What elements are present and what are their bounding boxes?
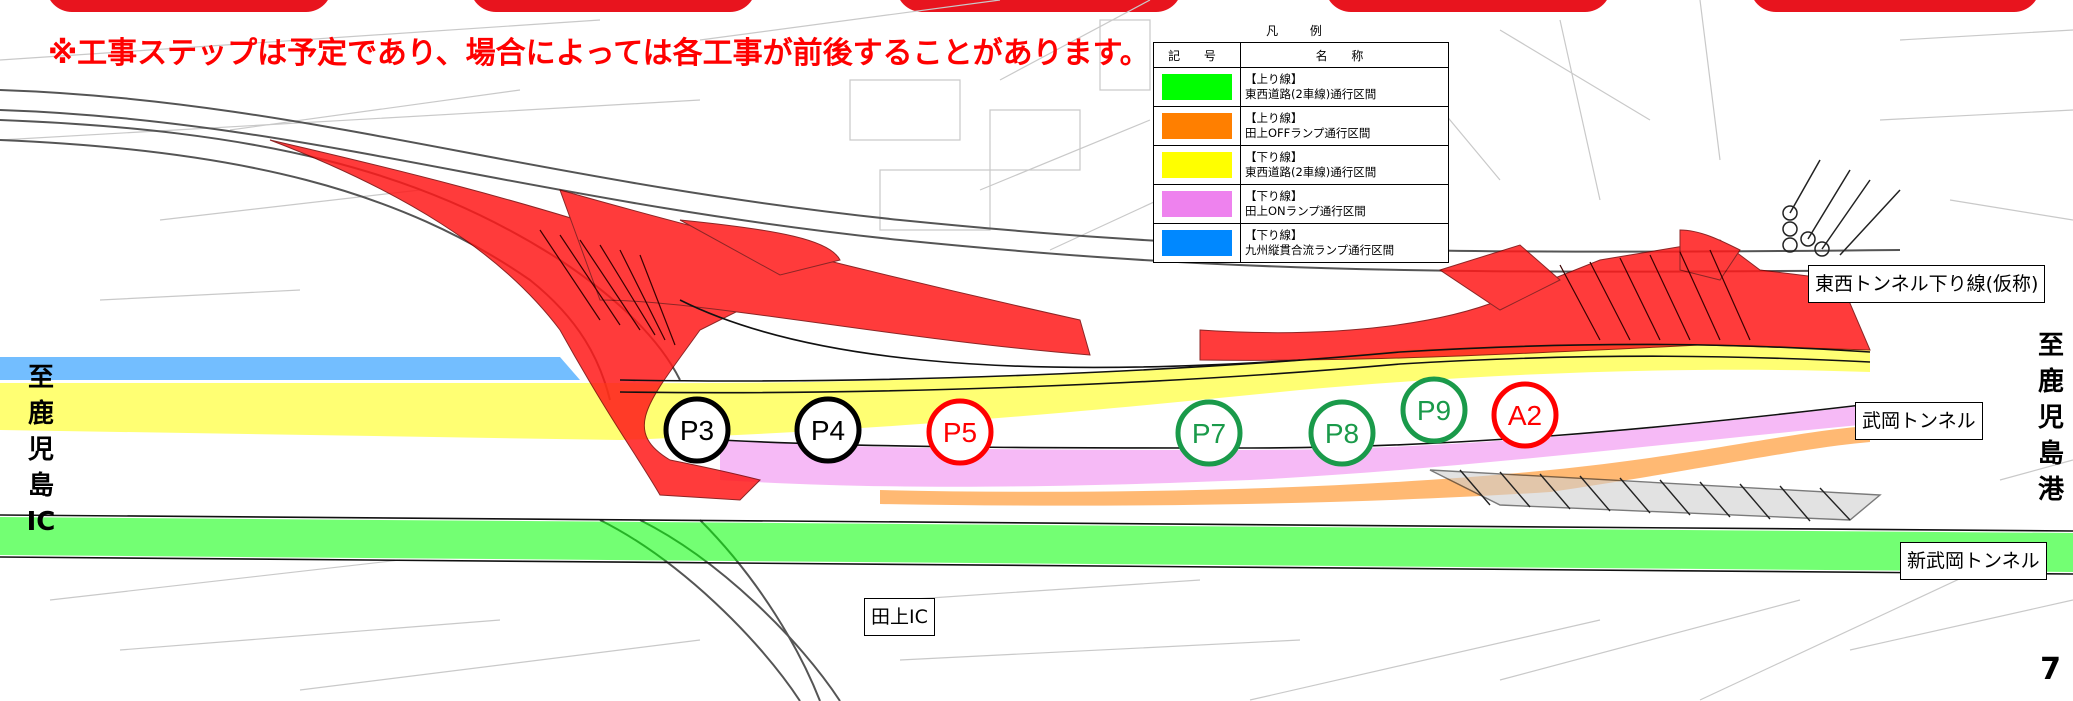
pier-label: A2 <box>1508 400 1542 431</box>
upline-east-west-band <box>0 517 2073 572</box>
legend-swatch-cell <box>1153 106 1241 146</box>
legend-col-name: 名 称 <box>1240 42 1449 68</box>
legend-swatch <box>1162 230 1232 256</box>
label-takeoka-tunnel: 武岡トンネル <box>1855 402 1983 440</box>
legend-row: 【下り線】九州縦貫合流ランプ通行区間 <box>1153 223 1449 263</box>
pier-label: P4 <box>811 415 845 446</box>
legend-line1: 【下り線】 <box>1245 150 1303 164</box>
legend-line1: 【上り線】 <box>1245 111 1303 125</box>
direction-label-left: 至 鹿児島IC <box>26 363 56 537</box>
legend-swatch-cell <box>1153 223 1241 263</box>
pier-label: P9 <box>1417 395 1451 426</box>
legend-swatch <box>1162 152 1232 178</box>
legend-line2: 九州縦貫合流ランプ通行区間 <box>1245 243 1395 257</box>
page-number: 7 <box>2040 652 2061 687</box>
legend-col-symbol: 記 号 <box>1153 42 1241 68</box>
legend-swatch-cell <box>1153 145 1241 185</box>
downline-east-west-band <box>0 343 1870 440</box>
legend-header-row: 記 号 名 称 <box>1153 42 1449 68</box>
legend-row: 【下り線】東西道路(2車線)通行区間 <box>1153 145 1449 185</box>
pier-label: P7 <box>1192 418 1226 449</box>
construction-areas <box>269 139 1871 501</box>
downline-merge-ramp-band <box>0 357 580 380</box>
legend-line2: 東西道路(2車線)通行区間 <box>1245 87 1377 101</box>
legend-line2: 東西道路(2車線)通行区間 <box>1245 165 1377 179</box>
header-tab-4 <box>1325 0 1611 12</box>
legend-desc: 【下り線】九州縦貫合流ランプ通行区間 <box>1240 223 1449 263</box>
pier-circle <box>1400 376 1468 444</box>
legend-line1: 【下り線】 <box>1245 189 1303 203</box>
direction-label-right: 至 鹿児島港 <box>2037 331 2064 505</box>
pier-label: P3 <box>680 415 714 446</box>
legend-row: 【上り線】東西道路(2車線)通行区間 <box>1153 67 1449 107</box>
pier-circle <box>663 396 731 464</box>
pier-markers: P3 P4 P5 P7 P8 P9 A2 <box>663 376 1559 467</box>
legend-swatch <box>1162 74 1232 100</box>
pier-circle <box>926 398 994 466</box>
pier-circle <box>1175 399 1243 467</box>
legend-table: 記 号 名 称 【上り線】東西道路(2車線)通行区間 【上り線】田上OFFランプ… <box>1153 42 1449 263</box>
pier-p7: P7 <box>1175 399 1243 467</box>
pier-p9: P9 <box>1400 376 1468 444</box>
construction-notice: ※工事ステップは予定であり、場合によっては各工事が前後することがあります。 <box>48 36 1150 71</box>
pier-label: P8 <box>1325 418 1359 449</box>
pier-circle <box>1308 399 1376 467</box>
legend-swatch <box>1162 191 1232 217</box>
pier-p5: P5 <box>926 398 994 466</box>
legend-line1: 【下り線】 <box>1245 228 1303 242</box>
legend-desc: 【下り線】東西道路(2車線)通行区間 <box>1240 145 1449 185</box>
hatched-area <box>1429 469 1882 522</box>
pier-circle <box>794 396 862 464</box>
pier-p4: P4 <box>794 396 862 464</box>
legend-line1: 【上り線】 <box>1245 72 1303 86</box>
upline-off-ramp-band <box>880 426 1870 506</box>
legend-line2: 田上OFFランプ通行区間 <box>1245 126 1371 140</box>
downline-on-ramp-band <box>720 405 1870 487</box>
legend-swatch-cell <box>1153 184 1241 224</box>
header-tab-3 <box>896 0 1182 12</box>
pier-p8: P8 <box>1308 399 1376 467</box>
label-tagami-ic: 田上IC <box>864 598 935 636</box>
label-shin-takeoka-tunnel: 新武岡トンネル <box>1900 542 2047 580</box>
label-east-west-tunnel: 東西トンネル下り線(仮称) <box>1808 265 2046 303</box>
legend-row: 【下り線】田上ONランプ通行区間 <box>1153 184 1449 224</box>
pile-markers <box>1782 159 1901 257</box>
header-tab-2 <box>470 0 756 12</box>
construction-hatching <box>539 229 1751 346</box>
corridor-lines <box>0 299 2073 575</box>
header-tab-5 <box>1750 0 2040 12</box>
legend-desc: 【上り線】田上OFFランプ通行区間 <box>1240 106 1449 146</box>
legend-swatch <box>1162 113 1232 139</box>
legend-swatch-cell <box>1153 67 1241 107</box>
pier-a2: A2 <box>1491 381 1559 449</box>
header-tab-1 <box>46 0 332 12</box>
legend-row: 【上り線】田上OFFランプ通行区間 <box>1153 106 1449 146</box>
pier-p3: P3 <box>663 396 731 464</box>
pier-circle <box>1491 381 1559 449</box>
legend-title: 凡 例 <box>1266 24 1336 38</box>
legend-line2: 田上ONランプ通行区間 <box>1245 204 1366 218</box>
legend-desc: 【下り線】田上ONランプ通行区間 <box>1240 184 1449 224</box>
legend: 凡 例 記 号 名 称 【上り線】東西道路(2車線)通行区間 【上り線】田上OF… <box>1153 20 1449 263</box>
legend-desc: 【上り線】東西道路(2車線)通行区間 <box>1240 67 1449 107</box>
pier-label: P5 <box>943 417 977 448</box>
